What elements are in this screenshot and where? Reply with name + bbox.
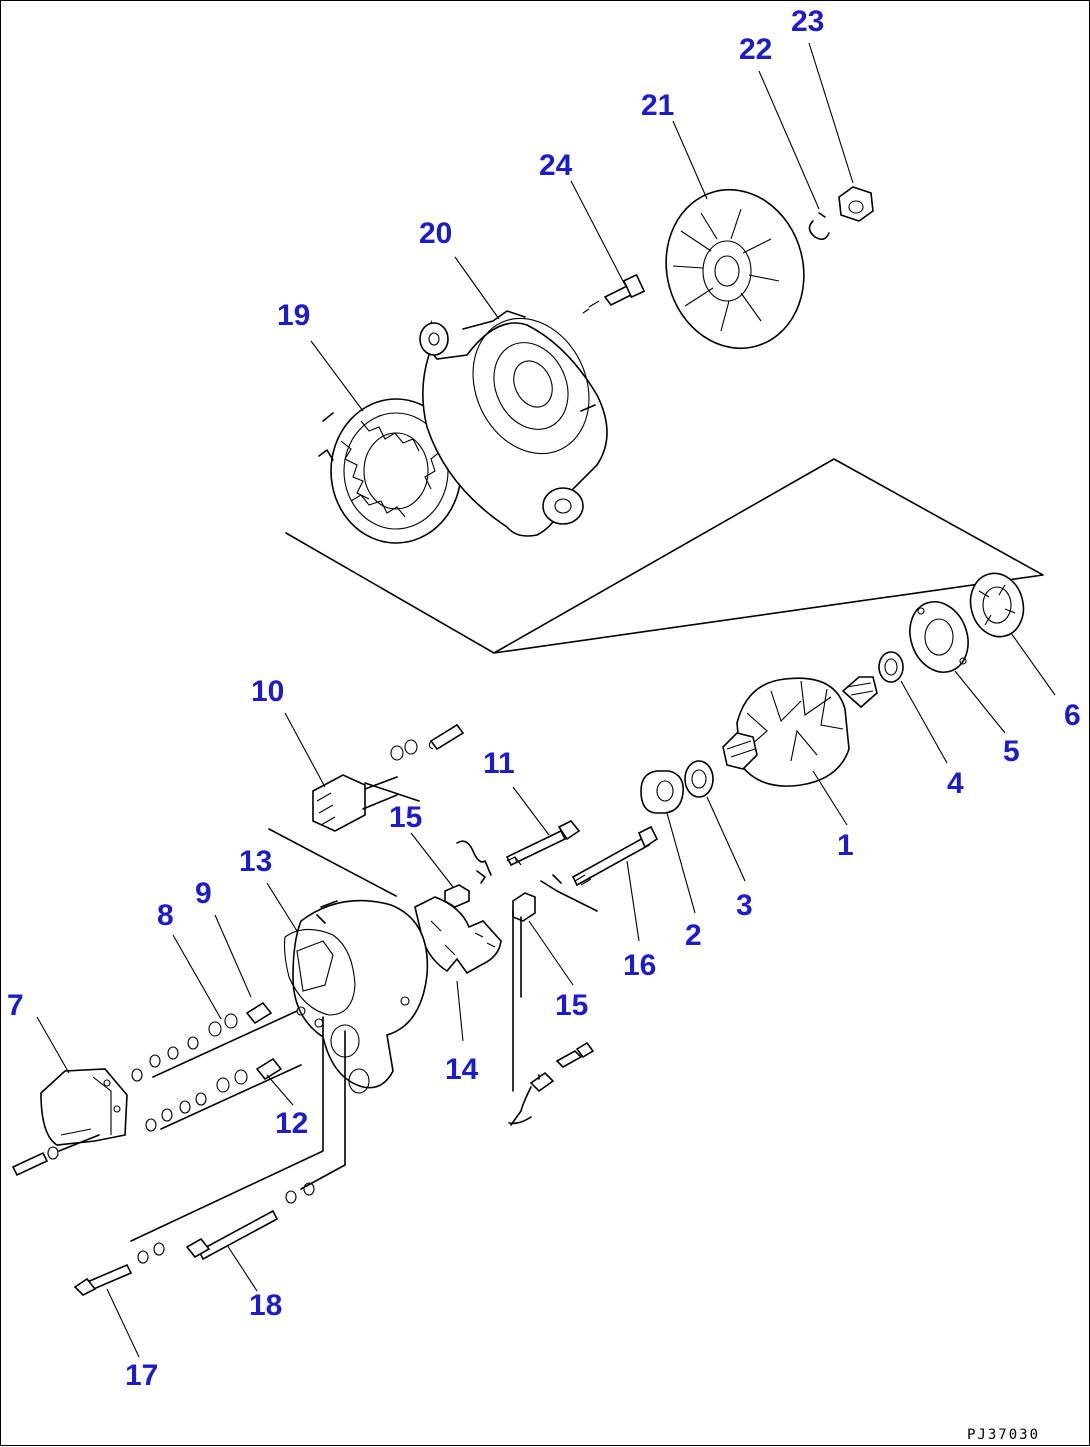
part-bolt-24 [582, 273, 646, 314]
callout-21: 21 [641, 89, 674, 122]
leader-assembly-lines [130, 1016, 324, 1242]
callout-13: 13 [239, 845, 272, 878]
part-washers-row-upper [131, 1036, 199, 1082]
part-bushing-9 [208, 1001, 273, 1037]
callout-8: 8 [157, 899, 174, 932]
callout-7: 7 [7, 989, 24, 1022]
callout-15-upper: 15 [389, 801, 422, 834]
callout-labels: 1 2 3 4 5 6 7 8 9 10 11 12 13 14 15 15 1… [7, 5, 1081, 1392]
part-bolt-11 [505, 819, 581, 867]
part-bushing-12 [216, 1057, 283, 1093]
leader-assembly-lines-2 [300, 1030, 346, 1190]
part-brush-holder-14 [414, 896, 502, 975]
part-bolt-17 [73, 1242, 165, 1296]
callout-18: 18 [249, 1289, 282, 1322]
assembly-boundary-lower [268, 828, 397, 897]
part-terminal-15b [512, 874, 598, 1092]
part-spacer-3 [684, 760, 714, 798]
callout-leaders [36, 42, 1056, 1358]
callout-1: 1 [837, 829, 854, 862]
callout-20: 20 [419, 217, 452, 250]
part-regulator-10 [312, 723, 465, 832]
part-through-bolt-16 [571, 825, 659, 887]
part-bolt-18 [185, 1182, 315, 1261]
part-collar-4 [878, 651, 904, 683]
callout-6: 6 [1064, 699, 1081, 732]
callout-17: 17 [125, 1359, 158, 1392]
callout-12: 12 [275, 1107, 308, 1140]
assembly-boundary-upper [285, 458, 1044, 654]
part-rear-housing-13 [283, 899, 429, 1094]
callout-3: 3 [736, 889, 753, 922]
callout-19: 19 [277, 299, 310, 332]
callout-5: 5 [1003, 735, 1020, 768]
leader-bushing-lines-2 [160, 1064, 302, 1130]
part-bearing-2 [640, 770, 685, 814]
part-fan [665, 188, 805, 350]
part-cover-7 [40, 1068, 128, 1146]
callout-15-lower: 15 [555, 989, 588, 1022]
part-lock-washer-22 [808, 212, 830, 241]
part-terminal-15a [444, 840, 492, 908]
callout-14: 14 [445, 1053, 479, 1086]
part-washers-row-lower [145, 1092, 207, 1132]
part-retainer-5 [909, 601, 969, 673]
callout-11: 11 [483, 747, 515, 780]
part-rotor [722, 676, 878, 787]
callout-24: 24 [539, 149, 573, 182]
drawing-code: PJ37030 [967, 1427, 1040, 1443]
callout-9: 9 [195, 877, 212, 910]
callout-4: 4 [947, 767, 964, 800]
callout-22: 22 [739, 33, 772, 66]
part-screw-7 [11, 1134, 100, 1177]
callout-10: 10 [251, 675, 284, 708]
part-nut-23 [838, 186, 874, 222]
callout-23: 23 [791, 5, 824, 38]
callout-2: 2 [685, 919, 702, 952]
part-screw-wire [508, 1041, 595, 1126]
leader-bushing-lines [152, 1010, 298, 1078]
part-end-frame [419, 310, 608, 537]
callout-16: 16 [623, 949, 656, 982]
part-spacer-6 [969, 572, 1025, 638]
